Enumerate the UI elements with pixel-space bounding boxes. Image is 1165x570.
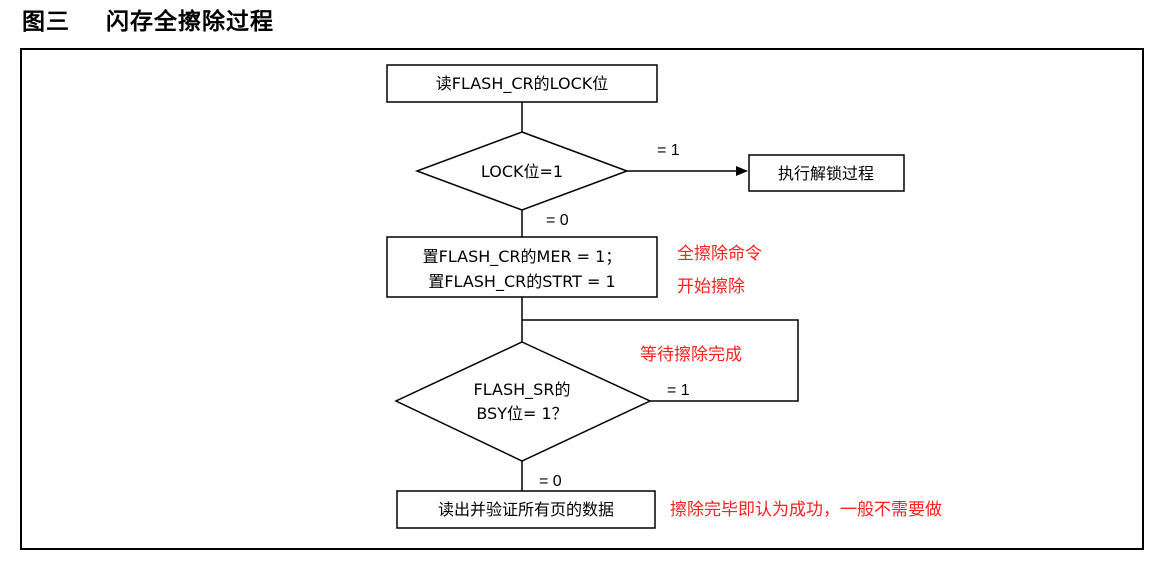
label-bsy-eq0: = 0: [539, 473, 562, 490]
note-mass-erase-cmd: 全擦除命令: [677, 244, 762, 264]
step-verify-box: [396, 490, 656, 529]
step-read-lock-text: 读FLASH_CR的LOCK位: [436, 74, 609, 94]
label-bsy-eq1: = 1: [667, 382, 690, 399]
step-read-lock-box: [386, 64, 658, 103]
decision-lock-diamond: [414, 131, 630, 211]
connectors: [521, 102, 799, 491]
note-erase-done: 擦除完毕即认为成功，一般不需要做: [670, 500, 942, 520]
decision-lock-text: LOCK位=1: [481, 162, 563, 181]
arrowhead-unlock: [736, 166, 748, 176]
step-verify-text: 读出并验证所有页的数据: [438, 500, 614, 519]
step-set-box: [386, 236, 658, 298]
connector-bsy-loop: [522, 319, 799, 402]
step-unlock-box: [748, 154, 905, 192]
step-unlock-text: 执行解锁过程: [778, 164, 874, 183]
note-start-erase: 开始擦除: [677, 277, 745, 297]
label-lock-eq0: = 0: [546, 212, 569, 229]
figure-title: 图三 闪存全擦除过程: [22, 9, 275, 35]
label-lock-eq1: = 1: [657, 142, 680, 159]
decision-bsy-line2: BSY位= 1？: [476, 404, 567, 423]
diagram-frame: [20, 48, 1144, 550]
note-wait-erase: 等待擦除完成: [640, 345, 742, 365]
step-set-strt-text: 置FLASH_CR的STRT = 1: [428, 272, 615, 292]
step-set-mer-text: 置FLASH_CR的MER = 1；: [423, 247, 622, 267]
decision-bsy-diamond: [394, 341, 652, 462]
decision-bsy-line1: FLASH_SR的: [474, 380, 571, 400]
